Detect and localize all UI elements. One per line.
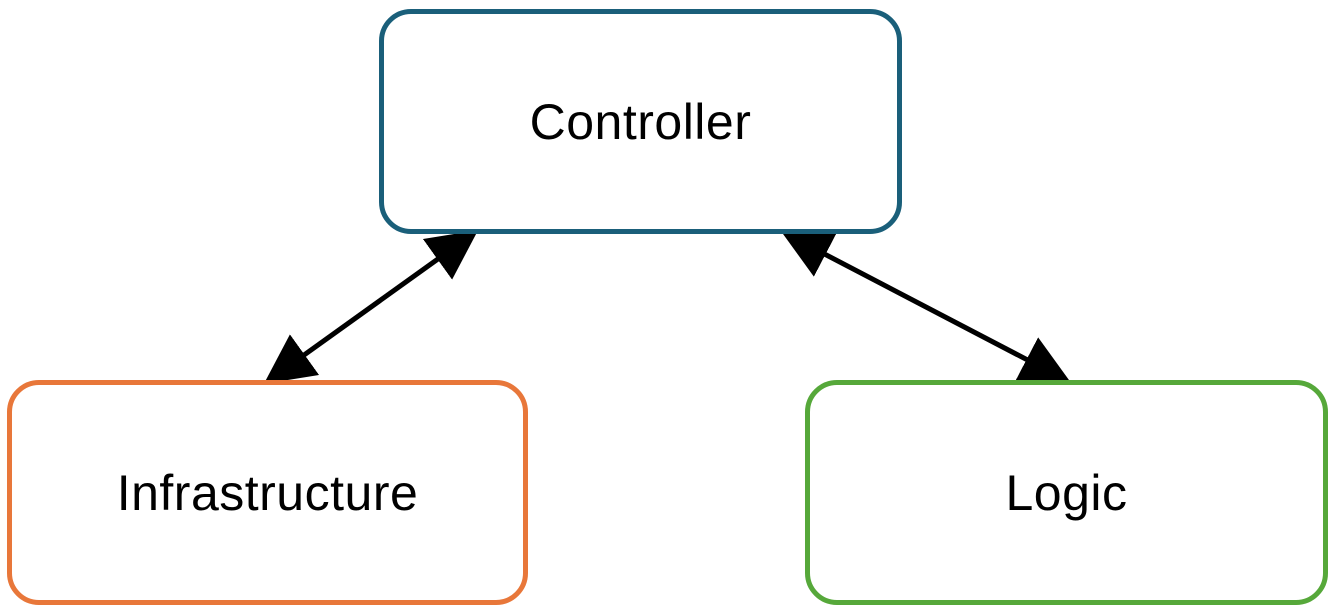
logic-node: Logic [805,380,1328,605]
edge-controller-infrastructure [263,230,479,384]
infrastructure-node: Infrastructure [7,380,528,605]
edge-controller-logic [781,231,1071,383]
logic-label: Logic [1005,464,1128,521]
infrastructure-label: Infrastructure [116,464,419,521]
controller-label: Controller [529,93,752,150]
controller-node: Controller [379,9,902,234]
